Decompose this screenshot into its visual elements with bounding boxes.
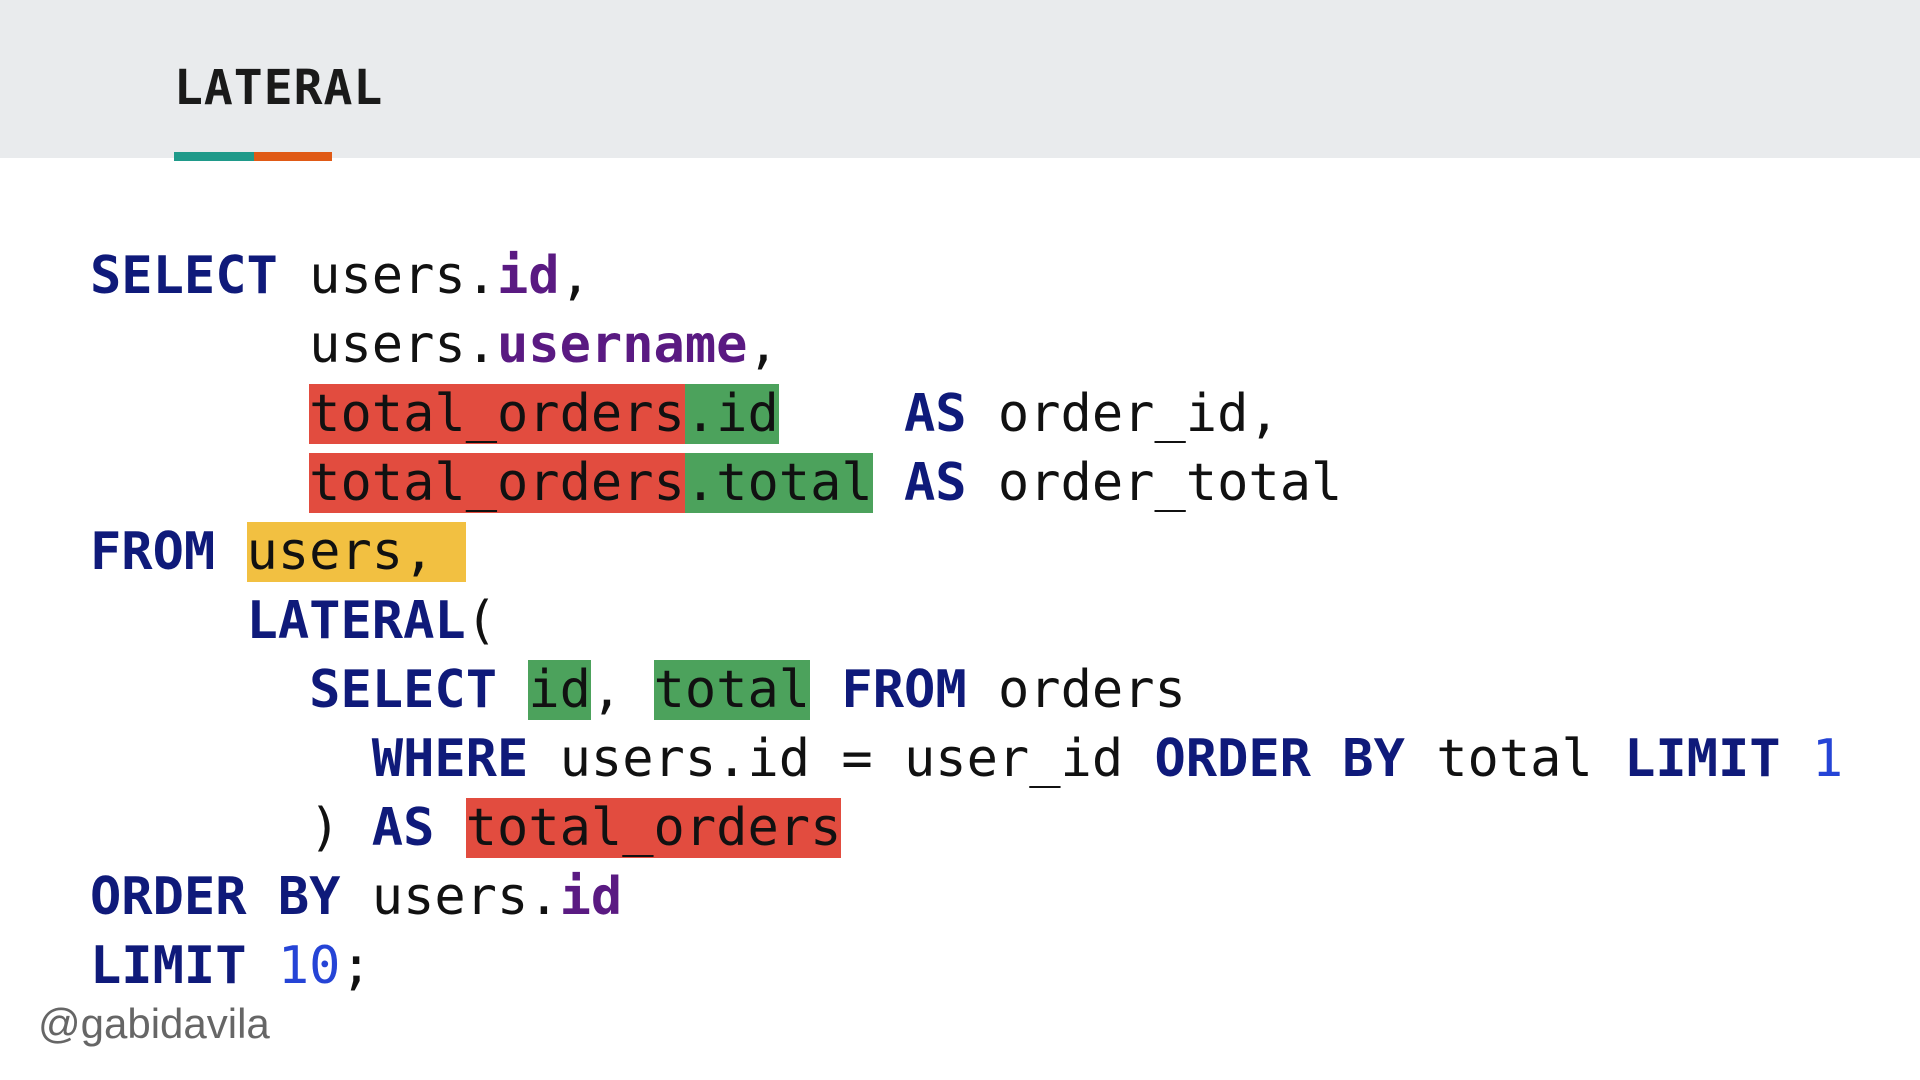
spacer bbox=[497, 660, 528, 720]
keyword-lateral: LATERAL bbox=[246, 591, 466, 651]
spacer bbox=[810, 660, 841, 720]
code-text: users. bbox=[277, 246, 497, 306]
number-literal: 1 bbox=[1811, 729, 1844, 789]
table-orders: orders bbox=[966, 660, 1186, 720]
keyword-limit: LIMIT bbox=[90, 936, 247, 996]
code-text: users. bbox=[340, 867, 560, 927]
punctuation: , bbox=[747, 315, 779, 375]
column-username: username bbox=[497, 315, 748, 375]
spacer bbox=[779, 384, 904, 444]
code-line-7: SELECT id, total FROM orders bbox=[90, 656, 1843, 725]
indent bbox=[90, 591, 247, 651]
code-line-4: total_orders.total AS order_total bbox=[90, 449, 1843, 518]
code-line-11: LIMIT 10; bbox=[90, 932, 1843, 1001]
highlight-column-total: total bbox=[653, 660, 811, 720]
code-line-5: FROM users, bbox=[90, 518, 1843, 587]
sql-code-block: SELECT users.id, users.username, total_o… bbox=[90, 242, 1843, 1001]
code-line-10: ORDER BY users.id bbox=[90, 863, 1843, 932]
spacer bbox=[434, 798, 465, 858]
slide-title: LATERAL bbox=[174, 60, 384, 116]
highlight-users-table: users, bbox=[246, 522, 466, 582]
indent bbox=[90, 729, 372, 789]
keyword-as: AS bbox=[371, 798, 435, 858]
highlight-column-id: id bbox=[528, 660, 591, 720]
highlight-total-orders: total_orders bbox=[465, 798, 842, 858]
code-line-9: ) AS total_orders bbox=[90, 794, 1843, 863]
slide-header bbox=[0, 0, 1920, 158]
code-line-3: total_orders.id AS order_id, bbox=[90, 380, 1843, 449]
keyword-order-by: ORDER BY bbox=[90, 867, 341, 927]
indent bbox=[90, 660, 309, 720]
highlight-column-id: .id bbox=[684, 384, 779, 444]
spacer bbox=[247, 936, 278, 996]
highlight-total-orders: total_orders bbox=[309, 453, 685, 513]
order-column: total bbox=[1404, 729, 1625, 789]
code-line-8: WHERE users.id = user_id ORDER BY total … bbox=[90, 725, 1843, 794]
keyword-where: WHERE bbox=[371, 729, 529, 789]
title-underline-teal bbox=[174, 152, 254, 161]
punctuation: , bbox=[590, 660, 654, 720]
highlight-total-orders: total_orders bbox=[309, 384, 685, 444]
number-literal: 10 bbox=[277, 936, 341, 996]
author-handle: @gabidavila bbox=[38, 1000, 270, 1047]
code-line-1: SELECT users.id, bbox=[90, 242, 1843, 311]
paren-open: ( bbox=[465, 591, 498, 651]
column-id: id bbox=[497, 246, 560, 306]
indent bbox=[90, 384, 309, 444]
keyword-as: AS bbox=[904, 453, 967, 513]
code-line-2: users.username, bbox=[90, 311, 1843, 380]
keyword-limit: LIMIT bbox=[1624, 729, 1781, 789]
spacer bbox=[215, 522, 246, 582]
highlight-column-total: .total bbox=[684, 453, 873, 513]
alias-order-total: order_total bbox=[966, 453, 1343, 513]
keyword-as: AS bbox=[904, 384, 967, 444]
alias-order-id: order_id, bbox=[966, 384, 1280, 444]
keyword-select: SELECT bbox=[90, 246, 278, 306]
code-line-6: LATERAL( bbox=[90, 587, 1843, 656]
indent bbox=[90, 453, 309, 513]
where-condition: users.id = user_id bbox=[528, 729, 1155, 789]
title-underline-orange bbox=[254, 152, 332, 161]
code-text: users. bbox=[90, 315, 497, 375]
keyword-from: FROM bbox=[841, 660, 967, 720]
paren-close: ) bbox=[90, 798, 372, 858]
keyword-from: FROM bbox=[90, 522, 216, 582]
punctuation: , bbox=[559, 246, 591, 306]
punctuation: ; bbox=[340, 936, 372, 996]
spacer bbox=[873, 453, 904, 513]
keyword-order-by: ORDER BY bbox=[1154, 729, 1405, 789]
keyword-select: SELECT bbox=[309, 660, 497, 720]
spacer bbox=[1781, 729, 1812, 789]
column-id: id bbox=[559, 867, 623, 927]
